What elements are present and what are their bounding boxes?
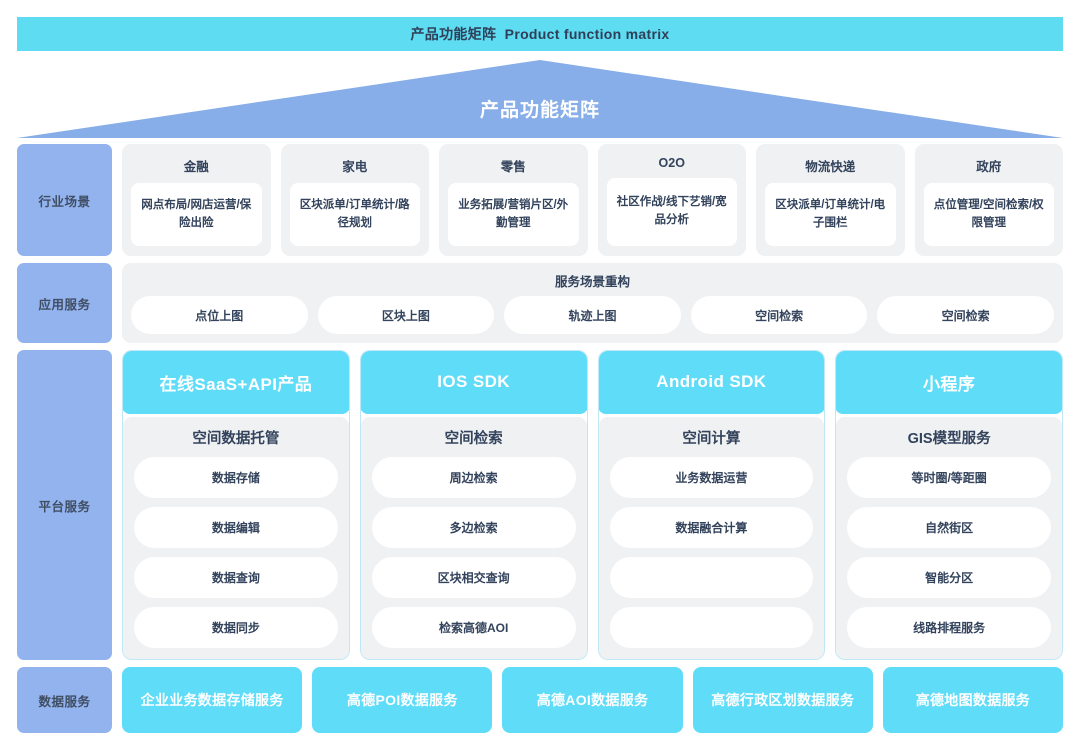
industry-card-home-appliance[interactable]: 家电 区块派单/订单统计/路径规划 — [280, 144, 429, 256]
platform-column-ios-sdk: IOS SDK 空间检索 周边检索 多边检索 区块相交查询 检索高德AOI — [359, 350, 588, 660]
platform-column-subtitle: 空间检索 — [444, 431, 503, 447]
industry-card-desc: 区块派单/订单统计/电子围栏 — [765, 183, 896, 246]
pyramid-header: 产品功能矩阵 — [17, 60, 1063, 138]
platform-item[interactable]: 多边检索 — [371, 507, 576, 548]
application-pill-point-mapping[interactable]: 点位上图 — [131, 296, 308, 334]
industry-card-desc: 网点布局/网店运营/保险出险 — [131, 183, 262, 246]
banner-title: 产品功能矩阵 Product function matrix — [410, 26, 670, 42]
platform-item[interactable]: 线路排程服务 — [847, 607, 1051, 648]
platform-column-header[interactable]: 在线SaaS+API产品 — [122, 351, 349, 414]
platform-column-body: GIS模型服务 等时圈/等距圈 自然街区 智能分区 线路排程服务 — [836, 417, 1062, 659]
industry-card-desc: 社区作战/线下艺销/宽品分析 — [606, 178, 737, 246]
page-banner: 产品功能矩阵 Product function matrix — [17, 17, 1063, 51]
row-platform-services: 平台服务 在线SaaS+API产品 空间数据托管 数据存储 数据编辑 数据查询 … — [17, 350, 1063, 660]
application-pill-track-mapping[interactable]: 轨迹上图 — [504, 296, 681, 334]
data-card-list: 企业业务数据存储服务 高德POI数据服务 高德AOI数据服务 高德行政区划数据服… — [122, 667, 1064, 733]
industry-card-desc: 点位管理/空间检索/权限管理 — [923, 183, 1054, 246]
industry-card-title: 政府 — [976, 160, 1002, 174]
industry-card-desc: 区块派单/订单统计/路径规划 — [289, 183, 420, 246]
industry-card-retail[interactable]: 零售 业务拓展/营销片区/外勤管理 — [439, 144, 588, 256]
industry-card-title: 家电 — [342, 160, 368, 174]
platform-item[interactable]: 智能分区 — [847, 557, 1051, 598]
platform-column-subtitle: 空间计算 — [682, 431, 741, 447]
industry-card-government[interactable]: 政府 点位管理/空间检索/权限管理 — [914, 144, 1063, 256]
platform-column-list: 在线SaaS+API产品 空间数据托管 数据存储 数据编辑 数据查询 数据同步 … — [122, 350, 1063, 660]
platform-item-empty[interactable] — [609, 557, 814, 598]
application-pill-block-mapping[interactable]: 区块上图 — [317, 296, 495, 334]
platform-item[interactable]: 数据同步 — [134, 607, 338, 648]
matrix-grid: 行业场景 金融 网点布局/网店运营/保险出险 家电 区块派单/订单统计/路径规划… — [17, 144, 1064, 736]
data-card-amap-poi[interactable]: 高德POI数据服务 — [312, 667, 493, 733]
pyramid-title: 产品功能矩阵 — [479, 100, 600, 121]
platform-column-body: 空间数据托管 数据存储 数据编辑 数据查询 数据同步 — [123, 417, 349, 659]
industry-card-finance[interactable]: 金融 网点布局/网店运营/保险出险 — [122, 144, 271, 256]
platform-item-list: 数据存储 数据编辑 数据查询 数据同步 — [134, 457, 338, 648]
platform-column-body: 空间检索 周边检索 多边检索 区块相交查询 检索高德AOI — [360, 417, 587, 659]
platform-item[interactable]: 数据存储 — [134, 457, 338, 498]
platform-item[interactable]: 自然街区 — [847, 507, 1051, 548]
data-card-amap-aoi[interactable]: 高德AOI数据服务 — [502, 667, 683, 733]
platform-item[interactable]: 检索高德AOI — [371, 607, 576, 648]
platform-item[interactable]: 数据编辑 — [134, 507, 338, 548]
platform-column-android-sdk: Android SDK 空间计算 业务数据运营 数据融合计算 — [597, 350, 826, 660]
data-card-amap-admin-division[interactable]: 高德行政区划数据服务 — [692, 667, 873, 733]
row-label-industry: 行业场景 — [17, 144, 112, 256]
row-data-services: 数据服务 企业业务数据存储服务 高德POI数据服务 高德AOI数据服务 高德行政… — [17, 667, 1064, 733]
application-pill-spatial-search-2[interactable]: 空间检索 — [877, 296, 1054, 334]
application-panel-title: 服务场景重构 — [554, 275, 630, 289]
industry-card-list: 金融 网点布局/网店运营/保险出险 家电 区块派单/订单统计/路径规划 零售 业… — [122, 144, 1063, 256]
row-label-data: 数据服务 — [17, 667, 112, 733]
application-pill-spatial-search-1[interactable]: 空间检索 — [690, 296, 868, 334]
platform-column-header[interactable]: Android SDK — [598, 351, 825, 414]
platform-column-saas-api: 在线SaaS+API产品 空间数据托管 数据存储 数据编辑 数据查询 数据同步 — [122, 350, 350, 660]
platform-column-header[interactable]: IOS SDK — [360, 351, 587, 414]
platform-column-mini-program: 小程序 GIS模型服务 等时圈/等距圈 自然街区 智能分区 线路排程服务 — [835, 350, 1063, 660]
platform-item[interactable]: 区块相交查询 — [371, 557, 576, 598]
platform-item-list: 周边检索 多边检索 区块相交查询 检索高德AOI — [371, 457, 576, 648]
industry-card-desc: 业务拓展/营销片区/外勤管理 — [448, 183, 579, 246]
platform-item-list: 业务数据运营 数据融合计算 — [609, 457, 814, 648]
platform-item-empty[interactable] — [609, 607, 814, 648]
platform-item[interactable]: 业务数据运营 — [609, 457, 814, 498]
row-industry-scenarios: 行业场景 金融 网点布局/网店运营/保险出险 家电 区块派单/订单统计/路径规划… — [17, 144, 1063, 256]
platform-item[interactable]: 数据查询 — [134, 557, 338, 598]
row-label-application: 应用服务 — [17, 263, 112, 343]
platform-column-subtitle: 空间数据托管 — [192, 431, 280, 447]
application-panel-wrap: 服务场景重构 点位上图 区块上图 轨迹上图 空间检索 空间检索 — [122, 263, 1063, 343]
industry-card-logistics[interactable]: 物流快递 区块派单/订单统计/电子围栏 — [756, 144, 905, 256]
platform-item[interactable]: 等时圈/等距圈 — [847, 457, 1051, 498]
platform-item-list: 等时圈/等距圈 自然街区 智能分区 线路排程服务 — [847, 457, 1051, 648]
industry-card-title: O2O — [658, 156, 685, 170]
platform-item[interactable]: 数据融合计算 — [609, 507, 814, 548]
application-pill-list: 点位上图 区块上图 轨迹上图 空间检索 空间检索 — [131, 296, 1054, 334]
platform-item[interactable]: 周边检索 — [371, 457, 576, 498]
industry-card-title: 金融 — [183, 160, 209, 174]
row-application-services: 应用服务 服务场景重构 点位上图 区块上图 轨迹上图 空间检索 空间检索 — [17, 263, 1063, 343]
application-panel: 服务场景重构 点位上图 区块上图 轨迹上图 空间检索 空间检索 — [122, 263, 1063, 343]
platform-column-subtitle: GIS模型服务 — [907, 431, 991, 447]
row-label-platform: 平台服务 — [17, 350, 112, 660]
industry-card-title: 物流快递 — [805, 160, 856, 174]
data-card-amap-map[interactable]: 高德地图数据服务 — [882, 667, 1064, 733]
industry-card-o2o[interactable]: O2O 社区作战/线下艺销/宽品分析 — [597, 144, 746, 256]
data-card-enterprise-storage[interactable]: 企业业务数据存储服务 — [122, 667, 303, 733]
industry-card-title: 零售 — [500, 160, 526, 174]
platform-column-header[interactable]: 小程序 — [836, 351, 1063, 414]
platform-column-body: 空间计算 业务数据运营 数据融合计算 — [598, 417, 825, 659]
